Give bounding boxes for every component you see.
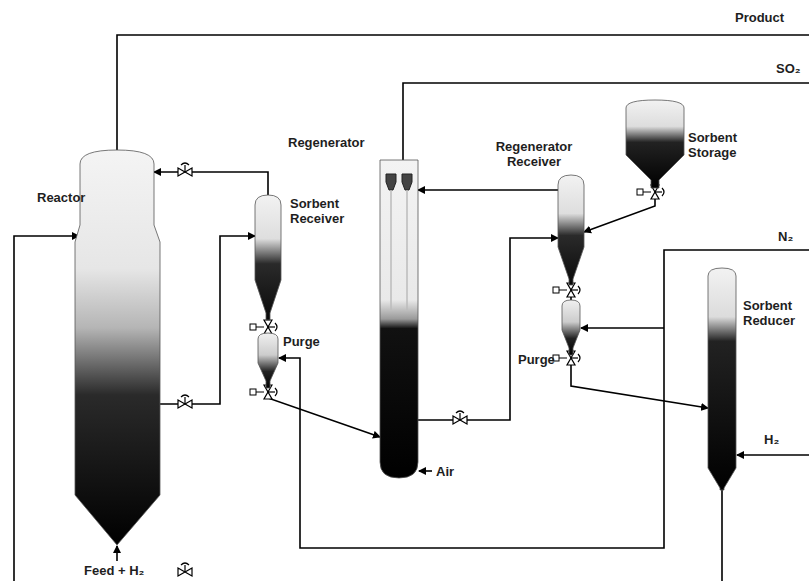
sorbent-flow-line [160, 236, 255, 404]
reactor-vessel: Reactor [75, 150, 160, 545]
storage-hopper-outline [626, 100, 684, 188]
reducer-vessel: Sorbent Reducer [708, 268, 736, 490]
sorbent-flow-line [418, 238, 558, 420]
stream-label: H₂ [764, 432, 779, 447]
hydrogen-line [737, 454, 809, 456]
nitrogen-line [279, 250, 809, 548]
reactor-vessel-outline [75, 150, 160, 545]
equipment-label: Sorbent Receiver [290, 196, 356, 226]
purge-vessel: Purge [258, 333, 278, 388]
stream-label: Feed + H₂ [84, 563, 144, 578]
reducer-vessel-outline [708, 268, 736, 490]
equipment-label: Sorbent Storage [688, 130, 752, 160]
receiver-vessel: Regenerator Receiver [558, 175, 584, 285]
stream-label: Air [436, 464, 454, 479]
sorbent-flow-line [584, 188, 655, 232]
receiver-vessel-outline [255, 195, 281, 320]
equipment-label: Purge [283, 334, 327, 349]
sorbent-flow-line [154, 172, 268, 195]
regenerator-vessel: Regenerator [380, 160, 418, 478]
equipment-label: Regenerator [288, 135, 378, 150]
receiver-vessel: Sorbent Receiver [255, 195, 281, 320]
purge-vessel-outline [258, 333, 278, 388]
sorbent-flow-line [418, 189, 558, 191]
equipment-label: Reactor [37, 190, 107, 205]
storage-hopper: Sorbent Storage [626, 100, 684, 188]
regenerator-vessel-outline [380, 160, 418, 478]
sorbent-flow-line [268, 388, 380, 437]
nitrogen-branch [581, 327, 664, 329]
equipment-label: Regenerator Receiver [482, 139, 586, 169]
equipment-label: Sorbent Reducer [743, 298, 805, 328]
feed-line [116, 546, 118, 561]
stream-label: Product [735, 10, 784, 25]
valve-symbols [178, 163, 664, 576]
equipment-label: Purge [518, 352, 560, 367]
purge-vessel-outline [562, 300, 580, 355]
stream-label: SO₂ [776, 61, 801, 76]
so2-line [403, 83, 809, 160]
sorbent-flow-line [571, 355, 708, 408]
receiver-vessel-outline [558, 175, 584, 285]
stream-label: N₂ [778, 229, 793, 244]
air-line [419, 470, 432, 472]
purge-vessel: Purge [562, 300, 580, 355]
